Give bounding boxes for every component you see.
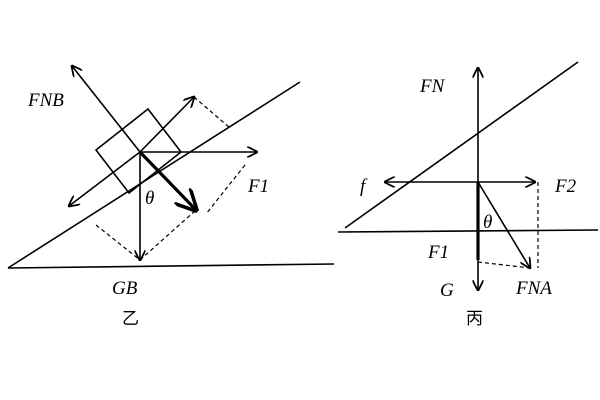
- label-theta: θ: [145, 188, 154, 209]
- dashed-guide-lower: [95, 224, 141, 261]
- incline-line-2: [344, 61, 579, 229]
- label-fn: FN: [419, 76, 446, 97]
- label-gb: GB: [112, 278, 138, 299]
- label-f1: F1: [247, 176, 269, 197]
- label-fnb: FNB: [27, 90, 64, 111]
- fnb-arrow: [72, 66, 141, 153]
- caption-yi: 乙: [122, 309, 139, 329]
- label-theta-2: θ: [483, 212, 492, 233]
- dashed-guide-right: [205, 164, 246, 215]
- resultant-arrow: [138, 150, 196, 210]
- dashed-guide-bottom: [139, 209, 197, 261]
- dashed-guide-base: [477, 261, 531, 269]
- figure-yi: FNB F1 θ GB 乙: [7, 66, 335, 329]
- caption-bing: 丙: [466, 309, 483, 329]
- label-f: f: [360, 176, 368, 197]
- ground-line: [7, 263, 335, 269]
- label-f1-2: F1: [427, 242, 449, 263]
- ground-line-2: [337, 229, 599, 233]
- label-f2: F2: [554, 176, 577, 197]
- upper-slope-arrow: [139, 97, 194, 153]
- incline-line: [7, 81, 301, 269]
- dashed-guide-upper: [193, 96, 231, 129]
- fna-arrow: [477, 181, 530, 268]
- label-fna: FNA: [515, 278, 552, 299]
- label-g: G: [440, 280, 454, 301]
- lower-slope-arrow: [69, 151, 141, 206]
- figure-bing: FN f F2 θ F1 G FNA 丙: [337, 61, 599, 329]
